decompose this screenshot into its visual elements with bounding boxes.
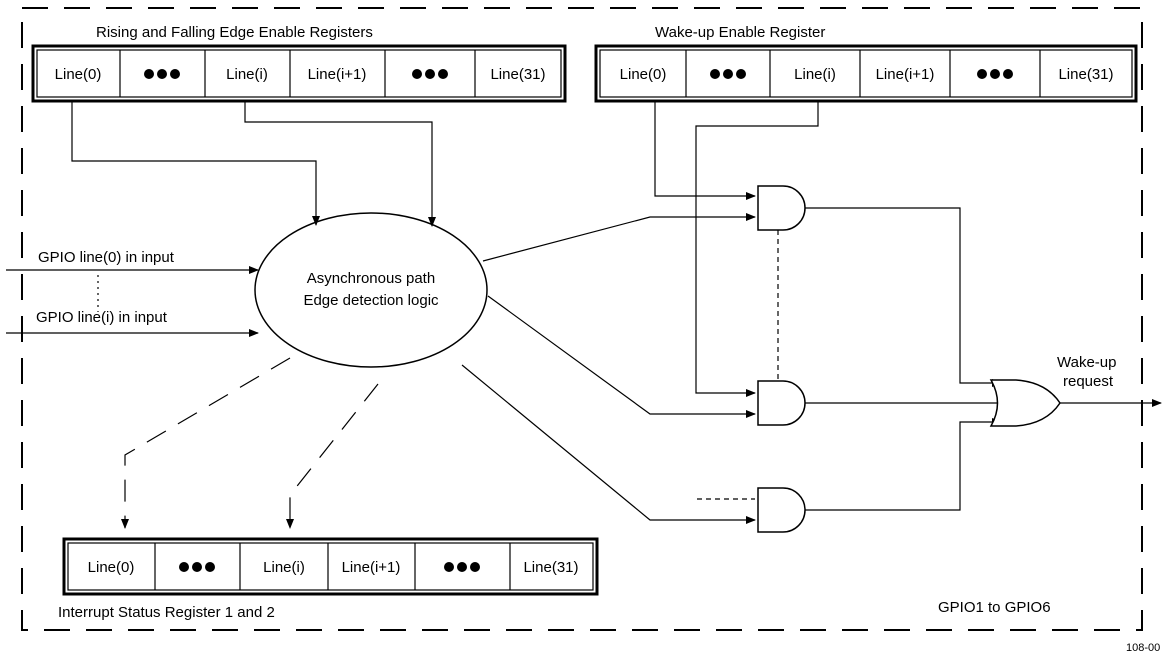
edge-register-title: Rising and Falling Edge Enable Registers — [96, 24, 373, 41]
interrupt-cell-linei: Line(i) — [263, 559, 305, 576]
edge-cell-ellipsis-1 — [144, 69, 180, 79]
edge-cell-ellipsis-2 — [412, 69, 448, 79]
wakeup-cell-linei: Line(i) — [794, 66, 836, 83]
gpio-line0-label: GPIO line(0) in input — [38, 249, 175, 266]
detection-label-2: Edge detection logic — [303, 292, 439, 309]
interrupt-path-linei — [286, 383, 379, 529]
module-border — [21, 7, 1143, 631]
wakeup-cell-line0: Line(0) — [620, 66, 667, 83]
detect-to-and1-wire — [482, 213, 756, 262]
edge-linei-wire — [244, 101, 436, 227]
and3-output-wire — [805, 418, 1002, 511]
wakeup-register: Line(0) Line(i) Line(i+1) Line(31) — [594, 44, 1138, 103]
edge-cell-linei: Line(i) — [226, 66, 268, 83]
wakeup-cell-ellipsis-1 — [710, 69, 746, 79]
edge-detection-logic — [254, 212, 488, 368]
interrupt-cell-line31: Line(31) — [523, 559, 578, 576]
module-label: GPIO1 to GPIO6 — [938, 599, 1051, 616]
edge-register: Line(0) Line(i) Line(i+1) Line(31) — [31, 44, 567, 103]
interrupt-cell-ellipsis-1 — [179, 562, 215, 572]
detect-to-and3-wire — [461, 364, 756, 524]
interrupt-cell-ellipsis-2 — [444, 562, 480, 572]
figure-id: 108-00 — [1126, 642, 1160, 654]
wakeup-linei-wire — [695, 101, 819, 397]
wakeup-cell-ellipsis-2 — [977, 69, 1013, 79]
interrupt-register-title: Interrupt Status Register 1 and 2 — [58, 604, 275, 621]
and-gate-3 — [757, 487, 806, 533]
and-gate-2 — [757, 380, 806, 426]
wakeup-register-title: Wake-up Enable Register — [655, 24, 825, 41]
interrupt-cell-linei1: Line(i+1) — [342, 559, 401, 576]
or-gate — [989, 379, 1061, 427]
and1-output-wire — [805, 207, 1002, 387]
and-gate-1 — [757, 185, 806, 231]
edge-cell-line31: Line(31) — [490, 66, 545, 83]
edge-line0-wire — [71, 101, 320, 226]
interrupt-cell-line0: Line(0) — [88, 559, 135, 576]
wakeup-cell-linei1: Line(i+1) — [876, 66, 935, 83]
wakeup-cell-line31: Line(31) — [1058, 66, 1113, 83]
wakeup-line0-wire — [654, 101, 756, 200]
interrupt-path-line0 — [121, 357, 291, 529]
detect-to-and2-wire — [487, 295, 756, 418]
edge-cell-linei1: Line(i+1) — [308, 66, 367, 83]
interrupt-register: Line(0) Line(i) Line(i+1) Line(31) — [62, 537, 599, 596]
edge-cell-line0: Line(0) — [55, 66, 102, 83]
wakeup-request-label-2: request — [1063, 373, 1114, 390]
wakeup-request-label-1: Wake-up — [1057, 354, 1116, 371]
detection-label-1: Asynchronous path — [307, 270, 435, 287]
gpio-linei-label: GPIO line(i) in input — [36, 309, 168, 326]
